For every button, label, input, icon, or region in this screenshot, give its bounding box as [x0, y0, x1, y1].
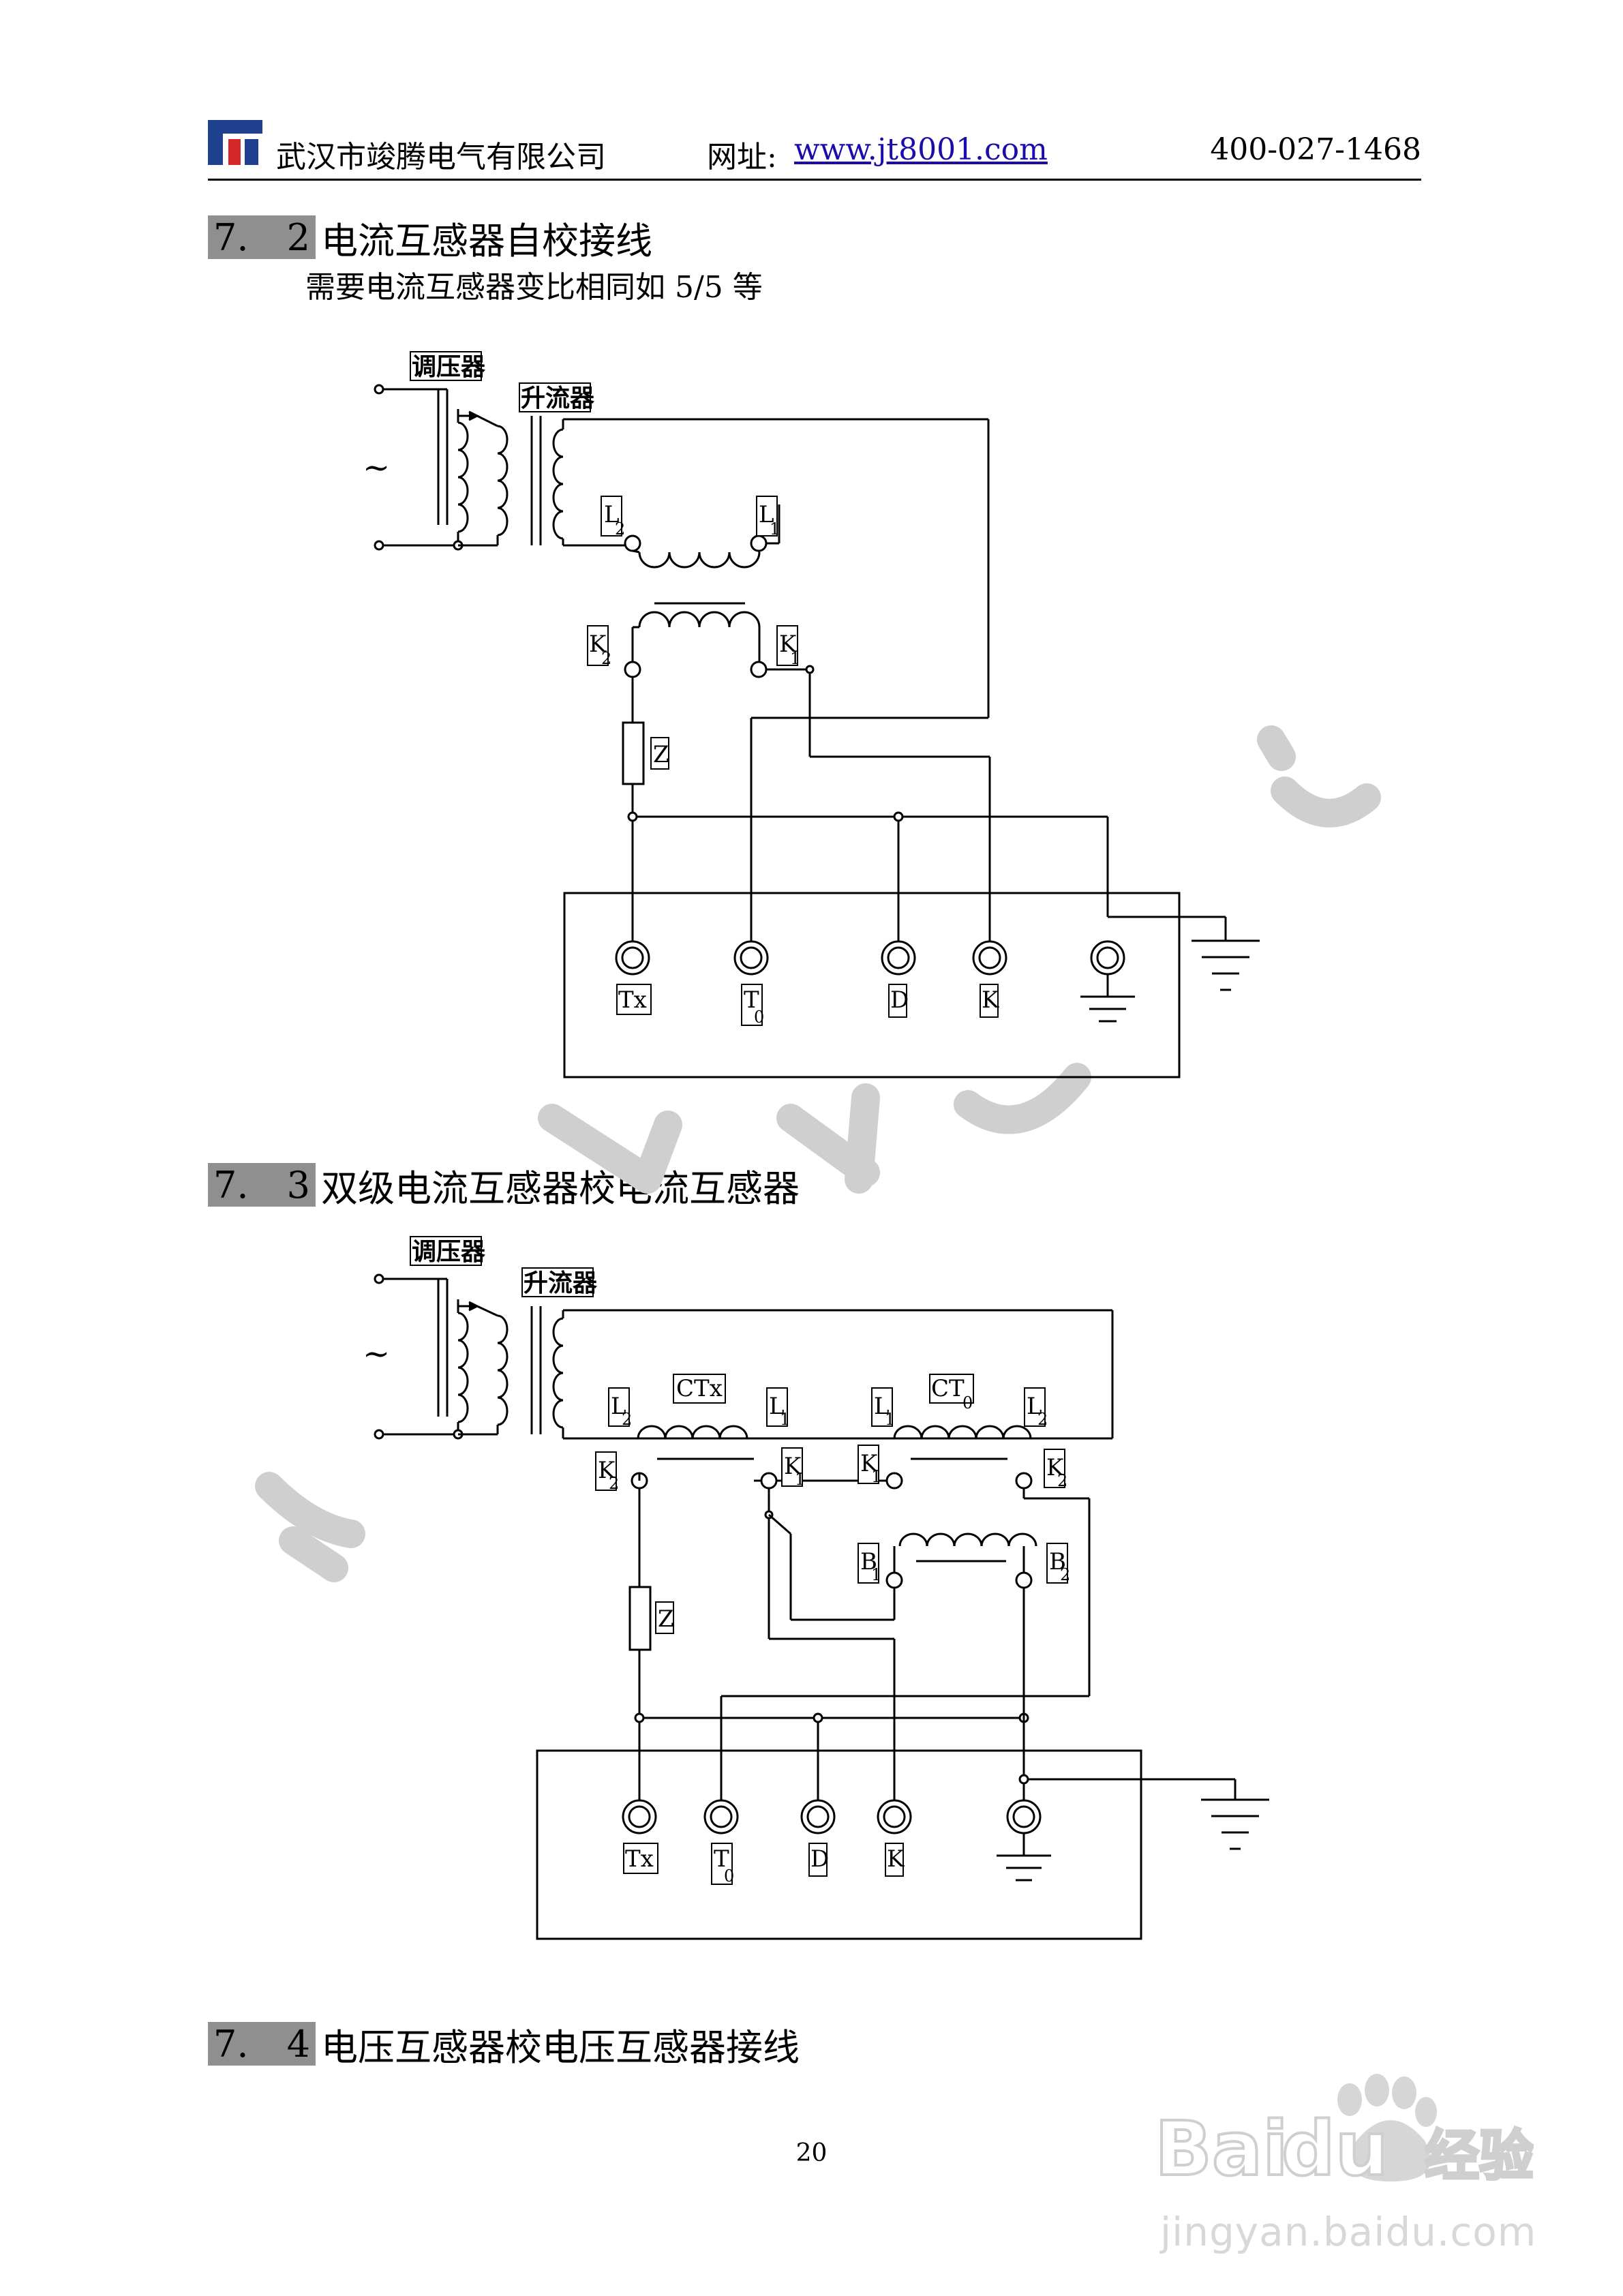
page-number: 20: [795, 2139, 828, 2167]
terminal-label-Tx: Tx: [618, 986, 647, 1014]
svg-text:2: 2: [601, 649, 611, 668]
svg-text:2: 2: [622, 1410, 632, 1429]
svg-text:1: 1: [885, 1410, 895, 1429]
svg-text:1: 1: [871, 1565, 881, 1584]
section-note: 需要电流互感器变比相同如 5/5 等: [305, 270, 763, 305]
label-B2: B: [1049, 1548, 1066, 1575]
svg-text:2: 2: [1060, 1565, 1070, 1584]
upflow-label: 升流器: [524, 1269, 598, 1297]
label-CTx-K2: K: [598, 1457, 616, 1484]
terminal-label-T0: T: [714, 1845, 729, 1873]
regulator-label: 调压器: [412, 352, 486, 381]
ac-source-symbol: ~: [363, 449, 390, 487]
svg-text:0: 0: [724, 1867, 734, 1886]
upflow-label: 升流器: [521, 384, 595, 412]
svg-text:0: 0: [962, 1393, 973, 1413]
label-CTx-L2: L: [611, 1393, 626, 1420]
label-CT0-K1: K: [860, 1450, 878, 1477]
section-heading-7-2: 7. 2 电流互感器自校接线: [208, 215, 652, 262]
svg-text:1: 1: [795, 1470, 805, 1489]
section-number: 7. 2: [208, 215, 316, 259]
svg-text:2: 2: [1037, 1410, 1048, 1429]
terminal-label-K: K: [982, 986, 999, 1014]
label-CTx-L1: L: [769, 1393, 785, 1420]
svg-text:2: 2: [609, 1474, 619, 1493]
section-title: 双级电流互感器校电流互感器: [321, 1166, 800, 1210]
website-label: 网址:: [707, 140, 777, 175]
ac-source-symbol: ~: [363, 1335, 390, 1373]
page-header: 武汉市竣腾电气有限公司 网址: www.jt8001.com 400-027-1…: [208, 110, 1421, 181]
label-CT0-L2: L: [1027, 1393, 1042, 1420]
label-B1: B: [860, 1548, 877, 1575]
svg-text:2: 2: [615, 519, 625, 539]
svg-text:2: 2: [1057, 1471, 1067, 1490]
diagram-dual-stage-ct: [374, 1273, 1269, 1940]
section-heading-7-3: 7. 3 双级电流互感器校电流互感器: [208, 1163, 800, 1210]
svg-text:1: 1: [790, 649, 800, 668]
label-burden-Z: Z: [653, 741, 669, 768]
svg-text:0: 0: [754, 1008, 764, 1027]
regulator-label: 调压器: [412, 1237, 486, 1266]
watermark-brand-du: du: [1281, 2105, 1389, 2192]
terminal-label-Tx: Tx: [625, 1845, 654, 1873]
section-title: 电压互感器校电压互感器接线: [321, 2025, 800, 2069]
watermark-site: jingyan.baidu.com: [1160, 2209, 1537, 2255]
watermark-brand: Bai: [1155, 2105, 1288, 2192]
label-L2: L: [604, 501, 620, 528]
company-logo: [208, 120, 262, 165]
label-CT0-L1: L: [874, 1393, 890, 1420]
terminal-label-D: D: [890, 986, 909, 1014]
section-heading-7-4: 7. 4 电压互感器校电压互感器接线: [208, 2022, 800, 2069]
label-CTx-K1: K: [784, 1453, 802, 1480]
label-K1: K: [779, 631, 797, 658]
terminal-label-K: K: [887, 1845, 905, 1873]
diagram-ct-self-check: [374, 384, 1260, 1078]
label-CTx: CTx: [676, 1375, 723, 1402]
label-CT0-K2: K: [1046, 1454, 1064, 1481]
terminal-label-T0: T: [744, 986, 759, 1014]
section-number: 7. 3: [208, 1163, 316, 1207]
company-name: 武汉市竣腾电气有限公司: [276, 140, 606, 175]
baidu-watermark: Bai du 经验: [1153, 2074, 1534, 2194]
label-CT0: CT: [931, 1375, 965, 1402]
background-watermark: [255, 725, 1381, 1582]
section-number: 7. 4: [208, 2022, 316, 2066]
terminal-label-D: D: [810, 1845, 829, 1873]
label-K2: K: [589, 631, 607, 658]
label-burden-Z: Z: [658, 1605, 674, 1633]
label-L1: L: [759, 501, 774, 528]
svg-text:1: 1: [871, 1467, 881, 1486]
watermark-cn: 经验: [1425, 2124, 1534, 2188]
svg-text:1: 1: [780, 1410, 790, 1429]
section-title: 电流互感器自校接线: [321, 219, 652, 262]
phone-number: 400-027-1468: [1210, 132, 1421, 167]
website-link[interactable]: www.jt8001.com: [794, 132, 1048, 167]
svg-text:1: 1: [770, 519, 780, 539]
